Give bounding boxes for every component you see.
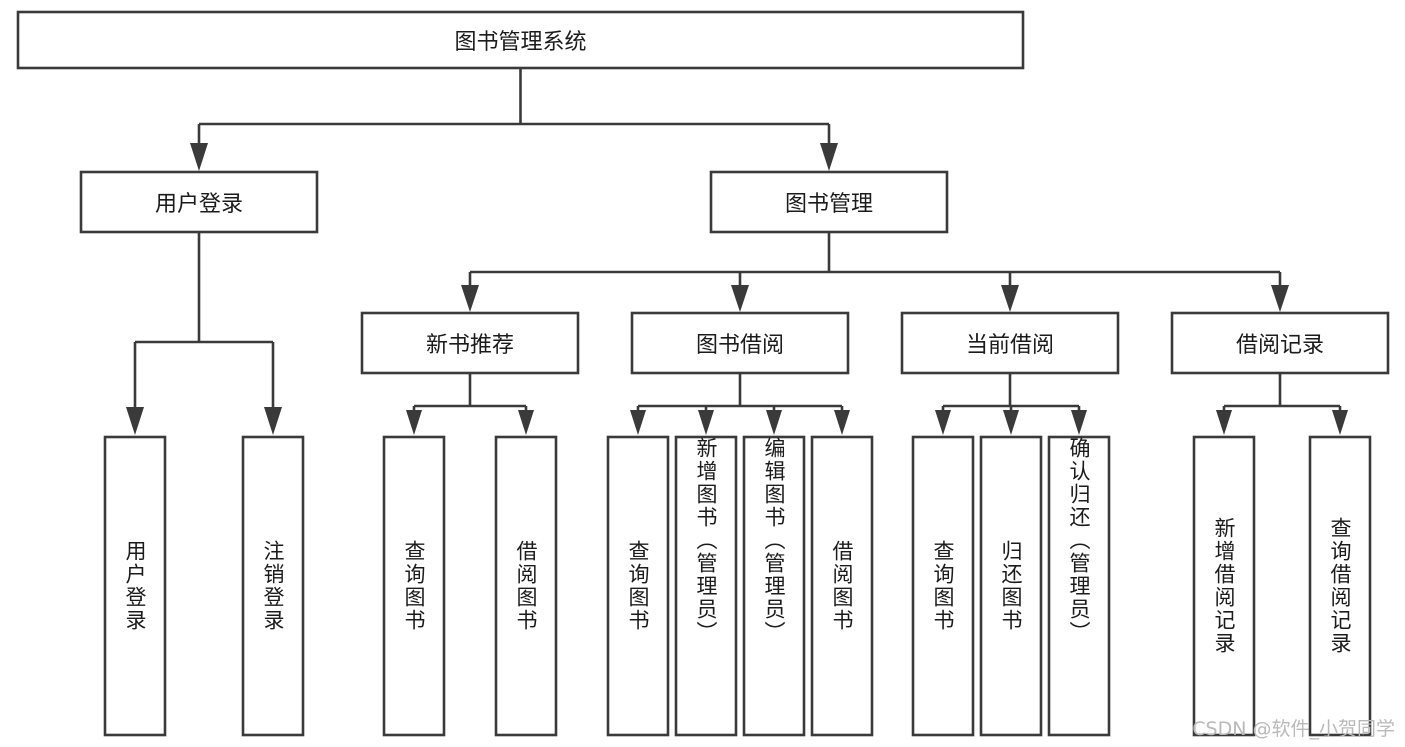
node-box-book-borrow[interactable] xyxy=(630,311,850,375)
node-box-current-borrow[interactable] xyxy=(900,311,1120,375)
connector-group-root-to-level2 xyxy=(190,68,838,171)
arrow-head-cb-leaf1 xyxy=(935,410,951,435)
arrow-head-user-login xyxy=(190,143,208,171)
arrow-head-br-leaf1 xyxy=(1216,410,1232,435)
node-box-leaf-current-borrow-2[interactable] xyxy=(1047,435,1111,737)
arrow-head-borrow-record xyxy=(1271,285,1289,312)
arrow-head-book-borrow xyxy=(731,285,749,312)
node-box-leaf-borrow-record-1[interactable] xyxy=(1308,435,1372,737)
node-box-leaf-user-login-1[interactable] xyxy=(241,435,305,737)
arrow-head-cb-leaf2 xyxy=(1003,410,1019,435)
arrow-head-br-leaf2 xyxy=(1332,410,1348,435)
arrow-head-bb-leaf2 xyxy=(698,410,714,435)
node-box-leaf-book-borrow-3[interactable] xyxy=(810,435,874,737)
arrow-head-user-login-leaf2 xyxy=(264,407,282,435)
connector-group-current-borrow-to-leaves xyxy=(935,373,1087,435)
node-box-borrow-record[interactable] xyxy=(1170,311,1390,375)
connector-group-book-borrow-to-leaves xyxy=(630,373,850,435)
node-box-leaf-new-book-0[interactable] xyxy=(382,435,446,737)
arrow-head-current-borrow xyxy=(1001,285,1019,312)
arrow-head-bb-leaf4 xyxy=(834,410,850,435)
arrow-head-book-mgmt xyxy=(820,143,838,171)
node-box-root[interactable] xyxy=(16,10,1025,70)
connector-group-new-book-recommend-to-leaves xyxy=(406,373,534,435)
node-box-leaf-current-borrow-1[interactable] xyxy=(979,435,1043,737)
node-box-book-management[interactable] xyxy=(709,170,949,234)
node-box-leaf-book-borrow-0[interactable] xyxy=(606,435,670,737)
node-box-leaf-new-book-1[interactable] xyxy=(494,435,558,737)
node-box-user-login[interactable] xyxy=(79,170,319,234)
arrow-head-new-book-recommend xyxy=(461,285,479,312)
node-box-leaf-current-borrow-0[interactable] xyxy=(911,435,975,737)
arrow-head-nbr-leaf1 xyxy=(406,410,422,435)
arrow-head-bb-leaf3 xyxy=(766,410,782,435)
arrow-head-nbr-leaf2 xyxy=(518,410,534,435)
connector-group-borrow-record-to-leaves xyxy=(1216,373,1348,435)
node-box-leaf-book-borrow-1[interactable] xyxy=(674,435,738,737)
node-box-leaf-borrow-record-0[interactable] xyxy=(1192,435,1256,737)
node-box-new-book-recommend[interactable] xyxy=(360,311,580,375)
arrow-head-cb-leaf3 xyxy=(1071,410,1087,435)
arrow-head-bb-leaf1 xyxy=(630,410,646,435)
node-box-leaf-user-login-0[interactable] xyxy=(103,435,167,737)
connector-group-book-mgmt-to-level3 xyxy=(461,232,1289,312)
arrow-head-user-login-leaf1 xyxy=(126,407,144,435)
connector-group-user-login-to-leaves xyxy=(126,232,282,435)
node-box-leaf-book-borrow-2[interactable] xyxy=(742,435,806,737)
